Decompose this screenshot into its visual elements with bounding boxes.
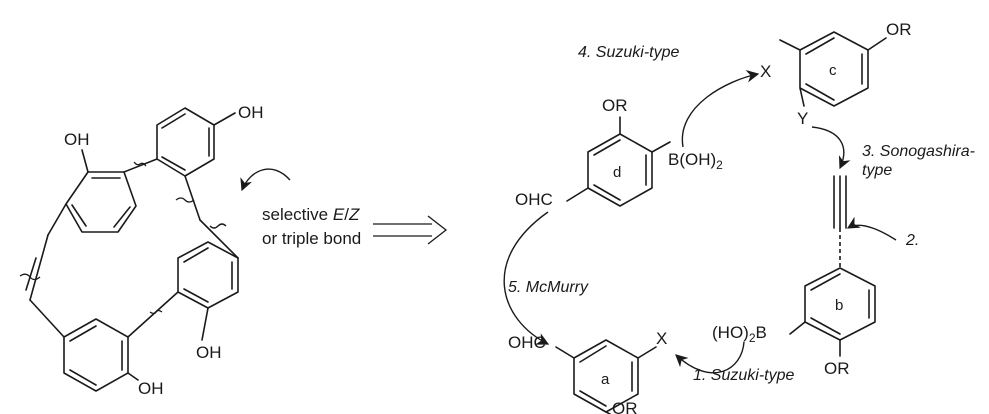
retrosynthesis-arrow: [373, 215, 448, 245]
target-oh-top-left: OH: [64, 130, 90, 149]
fragment-c-ether: OR: [886, 20, 912, 39]
fragment-d-boronic-acid: B(OH)2: [668, 150, 723, 172]
target-oh-bottom-left: OH: [138, 379, 164, 398]
step2-arrow: [846, 216, 897, 241]
selective-ez-annotation: selective E/Z: [262, 205, 360, 224]
fragment-c-x: X: [760, 62, 771, 81]
step3-arrow: [811, 126, 851, 170]
triple-bond-annotation: or triple bond: [262, 229, 361, 248]
step4-label: 4. Suzuki-type: [578, 44, 679, 61]
step1-label: 1. Suzuki-type: [693, 367, 794, 384]
fragment-a-ring-label: a: [601, 371, 610, 388]
fragment-b-ring-label: b: [835, 297, 843, 314]
fragment-b: b (HO)2B OR: [712, 267, 876, 378]
fragment-a-aldehyde: OHC: [508, 333, 546, 352]
fragment-c: c OR X Y: [760, 20, 912, 128]
step5-label: 5. McMurry: [508, 279, 589, 296]
step1-arrow: [675, 341, 745, 374]
fragment-b-ether: OR: [824, 359, 850, 378]
fragment-d: d OR B(OH)2 OHC: [515, 96, 723, 209]
fragment-b-boronic-acid: (HO)2B: [712, 323, 767, 345]
step4-arrow: [681, 70, 760, 148]
target-oh-top-right: OH: [238, 103, 264, 122]
fragment-d-aldehyde: OHC: [515, 190, 553, 209]
target-macrocycle: OH OH OH OH: [19, 103, 291, 398]
fragment-a: a OHC X OR: [508, 329, 667, 414]
fragment-d-ring-label: d: [613, 164, 621, 181]
step2-label: 2.: [905, 232, 919, 249]
target-oh-bottom-right: OH: [196, 343, 222, 362]
fragment-a-x: X: [656, 329, 667, 348]
fragment-d-ether: OR: [602, 96, 628, 115]
alkyne-fragment: [833, 175, 847, 268]
fragment-c-y: Y: [797, 109, 808, 128]
step3-label-line2: type: [862, 162, 892, 179]
step5-arrow: [503, 211, 550, 345]
fragment-a-ether: OR: [612, 399, 638, 414]
fragment-c-ring-label: c: [829, 62, 837, 79]
step3-label-line1: 3. Sonogashira-: [862, 143, 975, 160]
